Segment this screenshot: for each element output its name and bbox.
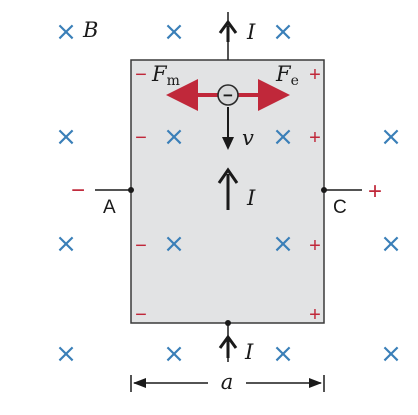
terminal-sign-left: − [71, 177, 85, 204]
terminal-dot-right [321, 187, 327, 193]
field-cross: × [163, 339, 185, 369]
field-label-b: B [82, 18, 98, 42]
negative-charge-sign: − [135, 127, 147, 149]
positive-charge-sign: + [309, 304, 321, 326]
current-arrow-middle [217, 167, 239, 210]
electron-icon [217, 84, 239, 106]
positive-charge-column: + + + + [309, 64, 321, 326]
field-cross: × [380, 339, 402, 369]
field-cross: × [55, 229, 77, 259]
magnetic-force-label: Fm [151, 62, 180, 89]
field-cross: × [163, 122, 185, 152]
electric-force-label: Fe [275, 62, 299, 89]
field-cross: × [272, 17, 294, 47]
field-cross: × [272, 229, 294, 259]
field-cross: × [380, 229, 402, 259]
terminal-label-a: A [103, 197, 116, 218]
velocity-label: v [242, 126, 254, 150]
field-cross: × [272, 339, 294, 369]
field-cross: × [55, 122, 77, 152]
field-cross: × [163, 17, 185, 47]
positive-charge-sign: + [309, 64, 321, 86]
current-label-middle: I [246, 186, 256, 210]
electron-sign: − [223, 86, 233, 105]
width-dimension [130, 375, 325, 392]
negative-charge-sign: − [135, 235, 147, 257]
current-arrow-bottom [218, 334, 238, 358]
terminal-sign-right: + [368, 178, 382, 205]
field-cross: × [55, 339, 77, 369]
current-label-bottom: I [244, 340, 254, 364]
terminal-label-c: C [333, 197, 347, 218]
negative-charge-sign: − [135, 64, 147, 86]
current-label-top: I [246, 20, 256, 44]
field-cross: × [380, 122, 402, 152]
positive-charge-sign: + [309, 127, 321, 149]
field-cross: × [55, 17, 77, 47]
current-lead-bottom-dot [225, 320, 231, 326]
field-cross: × [163, 229, 185, 259]
dimension-label-a: a [221, 370, 234, 394]
negative-charge-column: − − − − [135, 64, 147, 326]
terminal-dot-left [128, 187, 134, 193]
magnetic-field-grid: × × × × × × × × × × × × × × × [55, 17, 402, 369]
velocity-arrow [222, 107, 234, 150]
negative-charge-sign: − [135, 304, 147, 326]
field-cross: × [272, 122, 294, 152]
positive-charge-sign: + [309, 235, 321, 257]
current-arrow-top [218, 19, 238, 42]
